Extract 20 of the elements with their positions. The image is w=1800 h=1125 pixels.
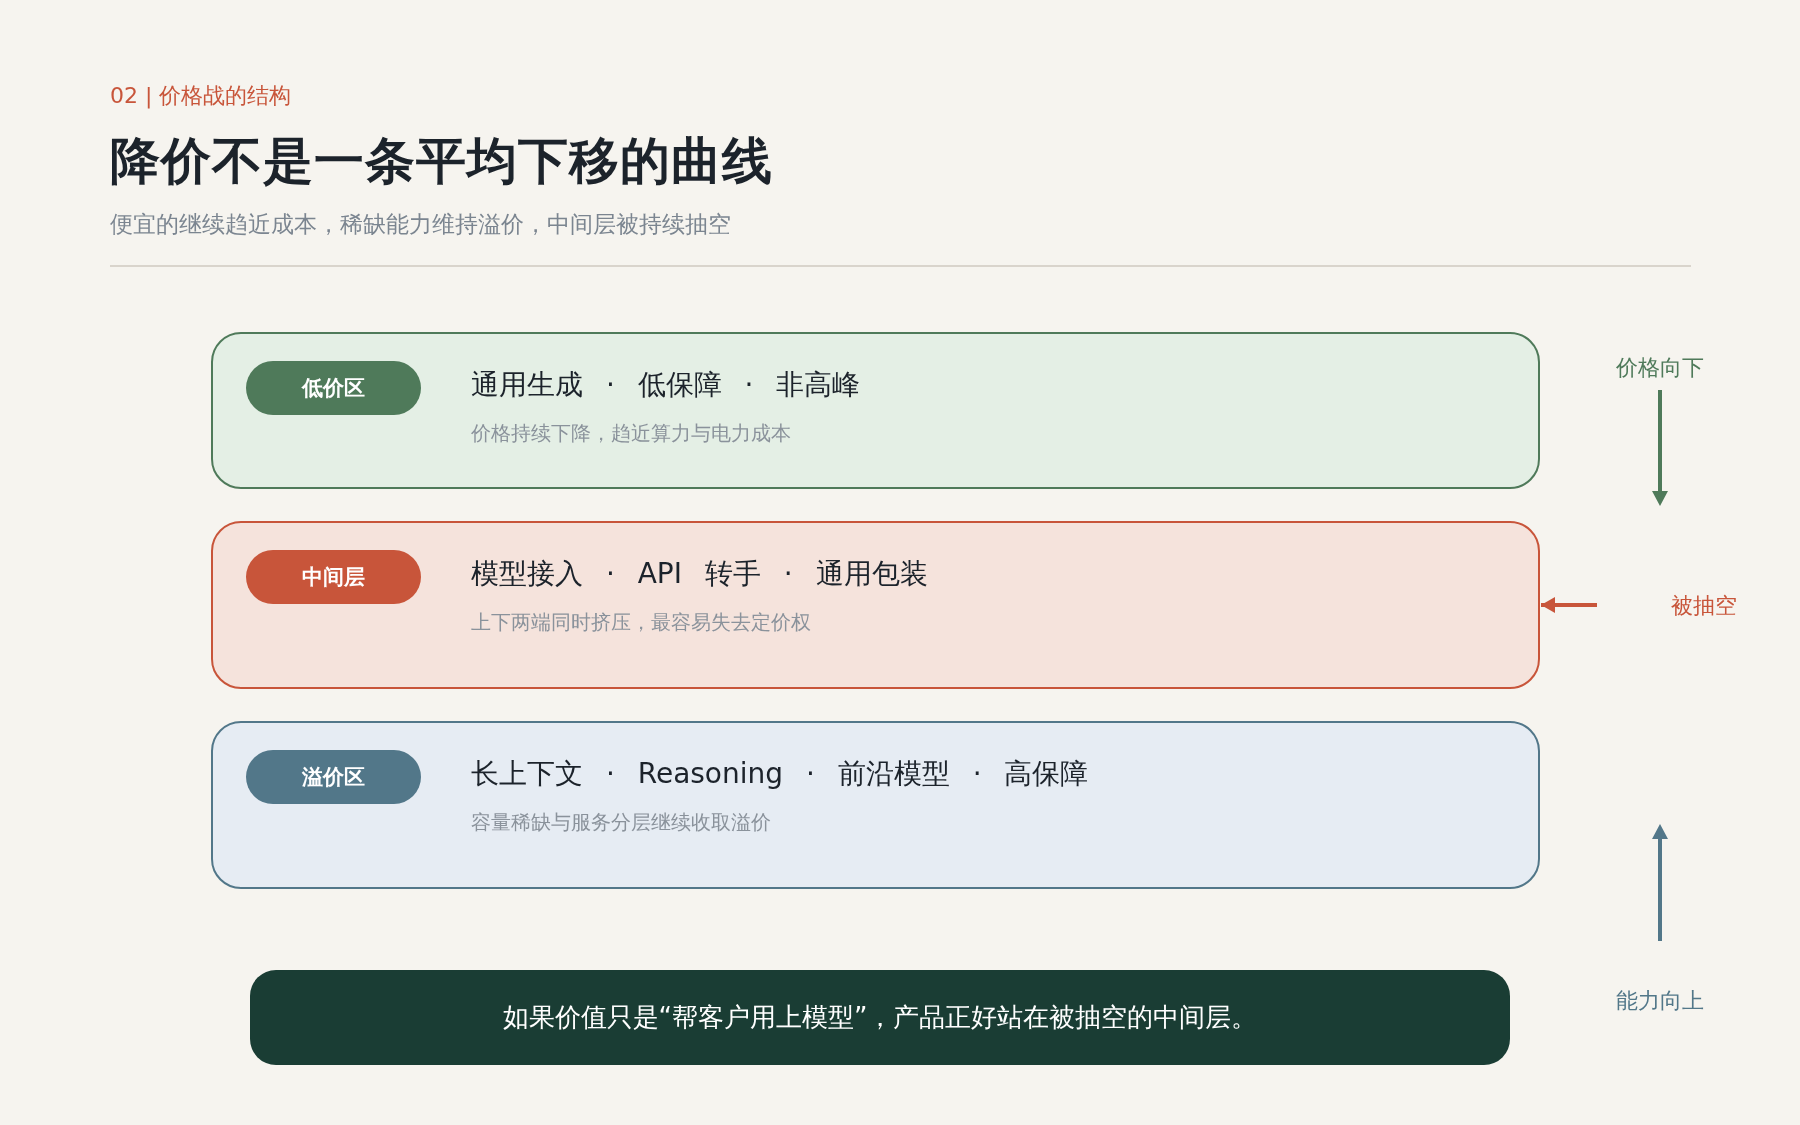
slide-subtitle: 便宜的继续趋近成本，稀缺能力维持溢价，中间层被持续抽空 bbox=[110, 210, 731, 239]
tier-description: 上下两端同时挤压，最容易失去定价权 bbox=[471, 609, 811, 636]
conclusion-banner: 如果价值只是“帮客户用上模型”，产品正好站在被抽空的中间层。 bbox=[250, 970, 1510, 1065]
tier-band bbox=[211, 521, 1540, 689]
tier-tag: 溢价区 bbox=[246, 750, 421, 804]
arrow bbox=[1541, 597, 1597, 613]
trend-label: 价格向下 bbox=[1616, 353, 1704, 382]
tier-keywords: 通用生成 · 低保障 · 非高峰 bbox=[471, 367, 861, 403]
trend-label: 被抽空 bbox=[1671, 591, 1737, 620]
tier-band bbox=[211, 332, 1540, 489]
section-kicker: 02 | 价格战的结构 bbox=[110, 82, 292, 110]
tier-tag: 中间层 bbox=[246, 550, 421, 604]
tier-band bbox=[211, 721, 1540, 889]
slide-title: 降价不是一条平均下移的曲线 bbox=[110, 131, 773, 191]
tier-tag: 低价区 bbox=[246, 361, 421, 415]
tier-keywords: 模型接入 · API 转手 · 通用包装 bbox=[471, 556, 928, 592]
trend-label: 能力向上 bbox=[1616, 986, 1704, 1015]
tier-description: 容量稀缺与服务分层继续收取溢价 bbox=[471, 809, 771, 836]
tier-description: 价格持续下降，趋近算力与电力成本 bbox=[471, 420, 791, 447]
tier-keywords: 长上下文 · Reasoning · 前沿模型 · 高保障 bbox=[471, 756, 1089, 792]
